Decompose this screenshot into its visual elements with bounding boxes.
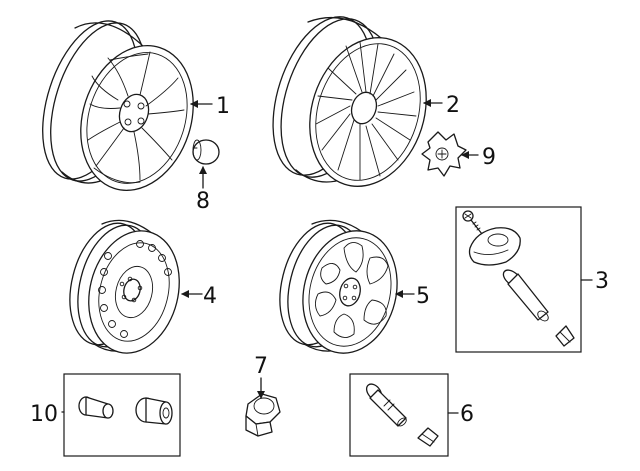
callout-9: 9 <box>482 145 496 170</box>
steel-wheel-icon[interactable] <box>268 215 410 363</box>
callout-8: 8 <box>196 189 210 214</box>
callout-5: 5 <box>416 284 430 309</box>
center-cap-ornate-icon[interactable] <box>421 131 467 177</box>
callout-7: 7 <box>254 354 268 379</box>
alloy-wheel-split-spoke-icon[interactable] <box>25 9 212 205</box>
center-cap-icon[interactable] <box>192 139 220 165</box>
callout-3: 3 <box>595 269 609 294</box>
callout-1: 1 <box>216 94 230 119</box>
callout-6: 6 <box>460 402 474 427</box>
tire-pressure-sensor-kit-icon[interactable] <box>462 210 575 347</box>
lug-nut-icon[interactable] <box>245 393 281 437</box>
callout-10: 10 <box>30 402 58 427</box>
valve-stem-frame <box>349 373 449 457</box>
wheel-lock-kit-icon[interactable] <box>78 396 173 425</box>
wheel-lock-frame <box>63 373 181 457</box>
callout-2: 2 <box>446 93 460 118</box>
callout-4: 4 <box>203 284 217 309</box>
alloy-wheel-multi-spoke-icon[interactable] <box>255 4 445 201</box>
steel-spare-wheel-icon[interactable] <box>58 215 192 363</box>
valve-stem-kit-icon[interactable] <box>364 381 439 447</box>
